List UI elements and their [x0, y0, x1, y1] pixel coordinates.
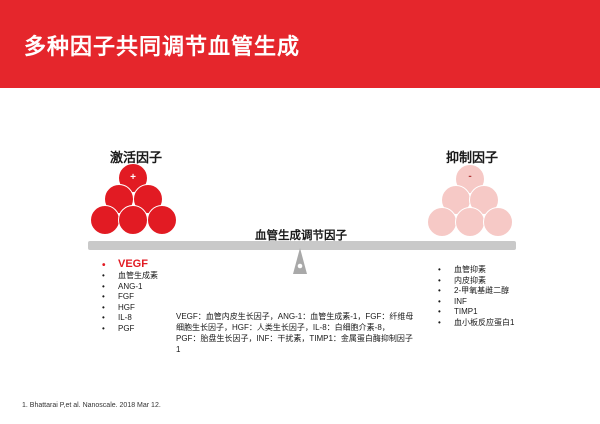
list-item: 内皮抑素 [436, 276, 514, 287]
slide-title: 多种因子共同调节血管生成 [24, 34, 301, 59]
activators-list: VEGF 血管生成素 ANG-1 FGF HGF IL-8 PGF [100, 258, 158, 335]
abbreviations-text: VEGF：血管内皮生长因子，ANG-1：血管生成素-1，FGF：纤维母细胞生长因… [176, 312, 414, 354]
list-item: 血管生成素 [100, 271, 158, 282]
title-bar: 多种因子共同调节血管生成 [0, 0, 600, 88]
list-item: VEGF [100, 258, 158, 272]
list-item: PGF [100, 324, 158, 335]
list-item: IL-8 [100, 313, 158, 324]
inhibitor-circle [483, 207, 513, 237]
list-item: TIMP1 [436, 307, 514, 318]
activator-circle [147, 205, 177, 235]
list-item: HGF [100, 303, 158, 314]
inhibitor-circle [455, 207, 485, 237]
list-item: 2-甲氧基雌二醇 [436, 286, 514, 297]
inhibitor-circle [427, 207, 457, 237]
list-item: ANG-1 [100, 282, 158, 293]
activators-label: 激活因子 [110, 150, 163, 165]
inhibitors-list: 血管抑素 内皮抑素 2-甲氧基雌二醇 INF TIMP1 血小板反应蛋白1 [436, 265, 514, 329]
inhibitors-label: 抑制因子 [446, 150, 499, 165]
list-item: 血管抑素 [436, 265, 514, 276]
plus-sign: + [130, 172, 136, 183]
activator-circle [118, 205, 148, 235]
list-item: INF [436, 297, 514, 308]
activator-circle [90, 205, 120, 235]
balance-beam [88, 241, 516, 250]
list-item: 血小板反应蛋白1 [436, 318, 514, 329]
reference-footnote: 1. Bhattarai P,et al. Nanoscale. 2018 Ma… [22, 402, 161, 409]
fulcrum-icon [293, 248, 307, 274]
minus-sign: - [468, 171, 472, 182]
list-item: FGF [100, 292, 158, 303]
balance-label: 血管生成调节因子 [255, 230, 347, 242]
